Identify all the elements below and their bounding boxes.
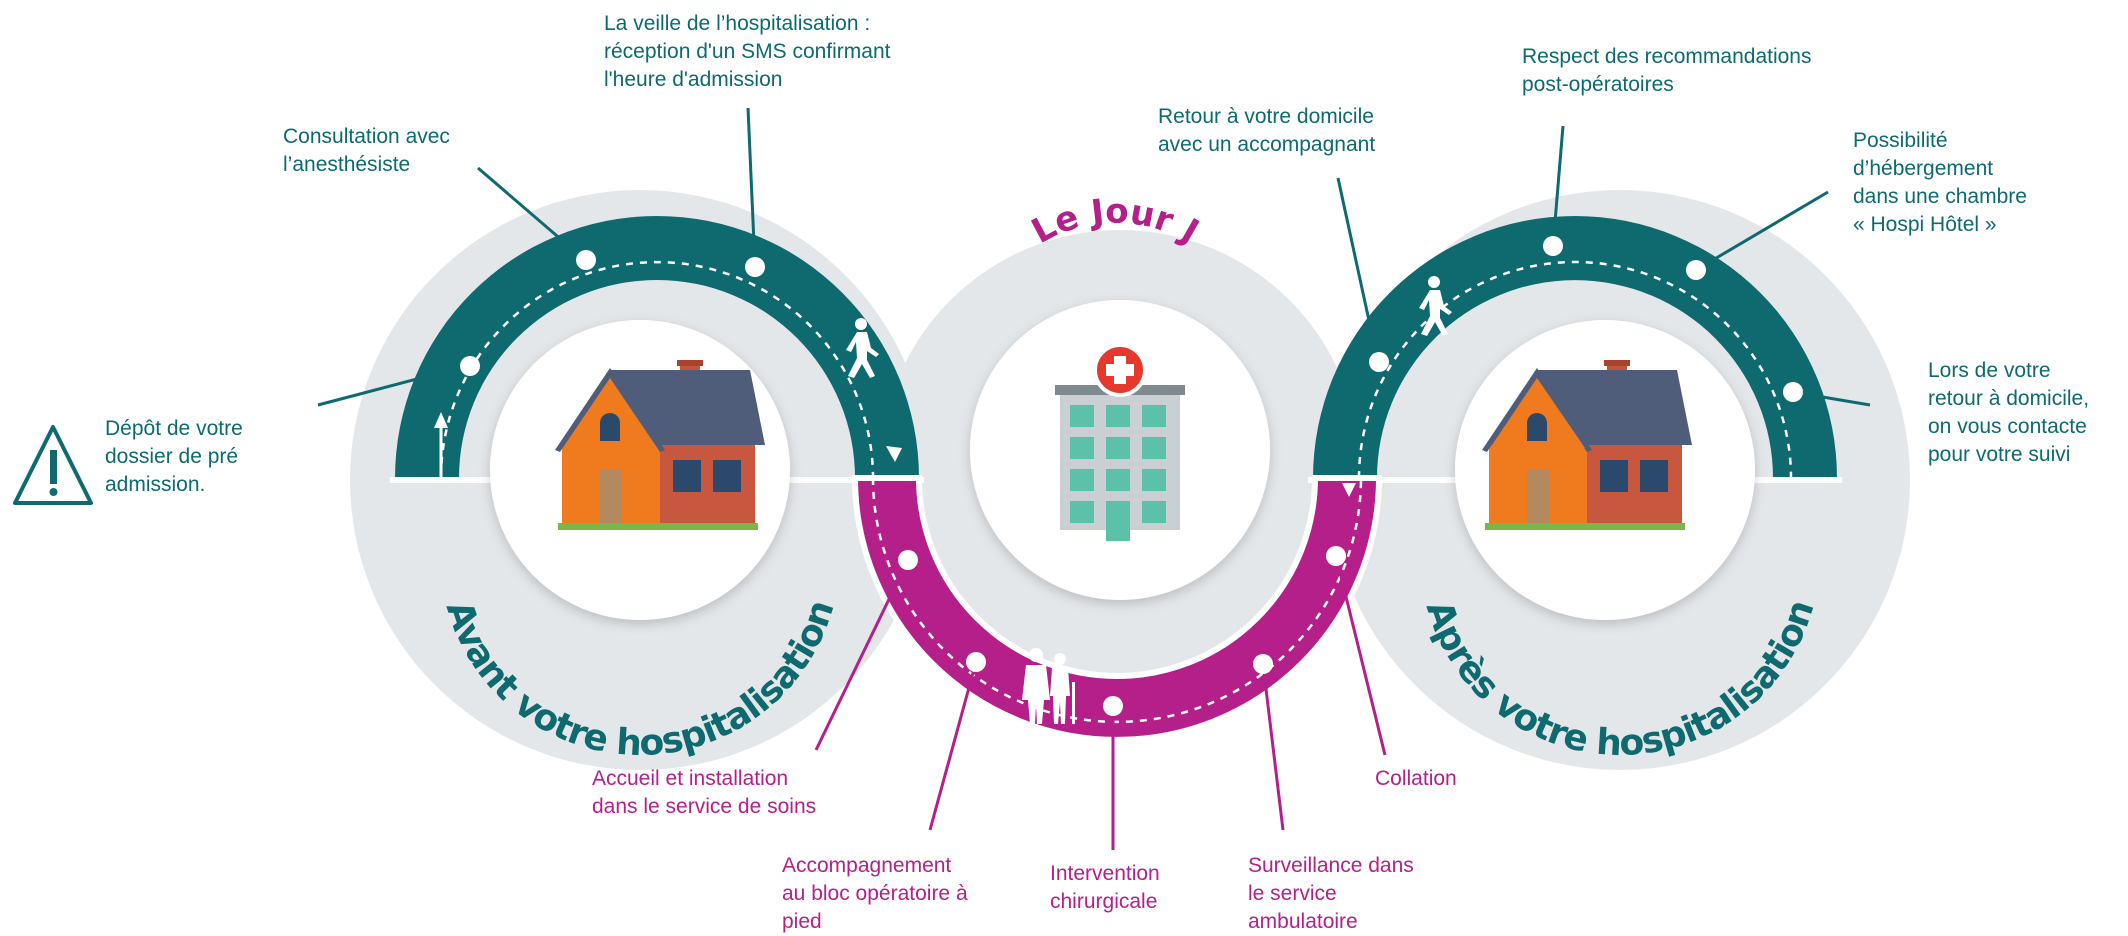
after-arc bbox=[1313, 216, 1837, 478]
hospital-door bbox=[1106, 501, 1130, 541]
step-label-hospi-hotel: Possibilité d’hébergement dans une chamb… bbox=[1853, 129, 2027, 236]
hospital-windows bbox=[1070, 405, 1166, 541]
house-icon bbox=[555, 360, 765, 530]
warning-icon bbox=[13, 425, 93, 505]
step-label-recommendations: Respect des recommandations post-opérato… bbox=[1522, 45, 1812, 96]
connector-lines bbox=[317, 107, 1871, 850]
step-label-sms: La veille de l’hospitalisation : récepti… bbox=[604, 12, 891, 91]
hospital-window bbox=[1070, 405, 1094, 427]
before-arc bbox=[395, 216, 919, 478]
hospital-window bbox=[1070, 437, 1094, 459]
step-label-reception: Accueil et installation dans le service … bbox=[592, 767, 817, 818]
hospital-window bbox=[1106, 405, 1130, 427]
nurse-patient-icon bbox=[1022, 648, 1075, 724]
hospital-window bbox=[1070, 501, 1094, 523]
hospital-window bbox=[1142, 469, 1166, 491]
day-arc bbox=[851, 475, 1383, 743]
hospital-window bbox=[1106, 469, 1130, 491]
step-label-return-home: Retour à votre domicile avec un accompag… bbox=[1158, 105, 1376, 156]
hospital-window bbox=[1142, 437, 1166, 459]
walking-person-icon bbox=[846, 318, 879, 378]
step-label-snack: Collation bbox=[1375, 767, 1457, 790]
hospital-window bbox=[1142, 501, 1166, 523]
hospital-window bbox=[1142, 405, 1166, 427]
hospital-window bbox=[1106, 437, 1130, 459]
step-label-preadmission: Dépôt de votre dossier de pré admission. bbox=[105, 417, 243, 496]
step-label-accompaniment: Accompagnement au bloc opératoire à pied bbox=[782, 854, 968, 933]
step-label-anesthesia: Consultation avec l’anesthésiste bbox=[283, 125, 450, 176]
step-label-monitoring: Surveillance dans le service ambulatoire bbox=[1248, 854, 1414, 933]
step-label-surgery: Intervention chirurgicale bbox=[1050, 862, 1160, 913]
hospital-window bbox=[1070, 469, 1094, 491]
house-icon bbox=[1482, 360, 1692, 530]
step-label-followup: Lors de votre retour à domicile, on vous… bbox=[1928, 359, 2090, 466]
walking-person-icon bbox=[1419, 276, 1452, 336]
step-dots bbox=[460, 236, 1803, 716]
